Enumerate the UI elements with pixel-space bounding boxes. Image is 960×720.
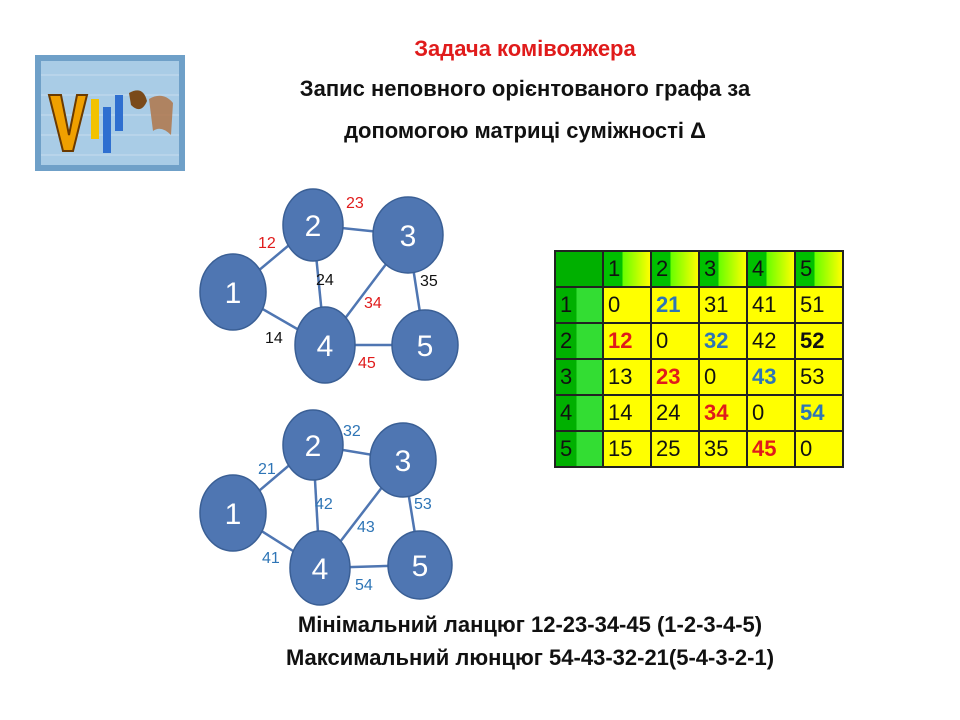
matrix-row-header: 4 [554, 394, 604, 432]
matrix-cell: 23 [650, 358, 700, 396]
edge-label-41: 41 [262, 550, 280, 567]
edge-label-32: 32 [343, 423, 361, 440]
node-5b [387, 530, 453, 600]
node-2b-label: 2 [305, 430, 322, 463]
edge-label-54: 54 [355, 577, 373, 594]
node-1b-label: 1 [225, 498, 242, 531]
matrix-cell: 12 [602, 322, 652, 360]
minimal-chain-text: Мінімальний ланцюг 12-23-34-45 (1-2-3-4-… [297, 612, 763, 637]
node-1-label: 1 [225, 277, 242, 310]
node-4b [289, 530, 351, 606]
edge-label-23: 23 [346, 195, 364, 212]
edge-label-42: 42 [315, 496, 333, 513]
matrix-cell: 0 [602, 286, 652, 324]
matrix-row: 4 14 24 34 0 54 [554, 394, 844, 432]
matrix-cell: 42 [746, 322, 796, 360]
maximal-chain-text: Максимальний люнцюг 54-43-32-21(5-4-3-2-… [285, 645, 775, 670]
matrix-cell: 0 [746, 394, 796, 432]
edge-label-24: 24 [316, 272, 334, 289]
node-3b-label: 3 [395, 445, 412, 478]
matrix-cell: 32 [698, 322, 748, 360]
edge-label-34: 34 [364, 295, 382, 312]
matrix-cell: 14 [602, 394, 652, 432]
matrix-col-header: 1 [602, 250, 652, 288]
node-1b [199, 474, 267, 552]
node-5 [391, 309, 459, 381]
matrix-cell: 25 [650, 430, 700, 468]
logo-image [35, 55, 185, 171]
matrix-row: 1 0 21 31 41 51 [554, 286, 844, 324]
node-2b [282, 409, 344, 481]
edge-label-21: 21 [258, 461, 276, 478]
matrix-row-header: 2 [554, 322, 604, 360]
matrix-row-header: 1 [554, 286, 604, 324]
edge-label-14: 14 [265, 330, 283, 347]
node-3b [369, 422, 437, 498]
node-3-label: 3 [400, 220, 417, 253]
matrix-cell: 0 [698, 358, 748, 396]
matrix-row: 5 15 25 35 45 0 [554, 430, 844, 468]
matrix-cell: 43 [746, 358, 796, 396]
matrix-cell: 41 [746, 286, 796, 324]
matrix-cell: 15 [602, 430, 652, 468]
edge-label-45: 45 [358, 355, 376, 372]
matrix-row-header: 5 [554, 430, 604, 468]
matrix-cell: 34 [698, 394, 748, 432]
title-line-2: Запис неповного орієнтованого графа за [299, 76, 751, 101]
matrix-cell: 13 [602, 358, 652, 396]
matrix-cell: 21 [650, 286, 700, 324]
node-4-label: 4 [317, 330, 334, 363]
node-5-label: 5 [417, 330, 434, 363]
matrix-cell: 0 [650, 322, 700, 360]
edge-label-43: 43 [357, 519, 375, 536]
matrix-cell: 0 [794, 430, 844, 468]
matrix-header-row: 1 2 3 4 5 [554, 250, 844, 288]
matrix-corner [554, 250, 604, 288]
edge-label-35: 35 [420, 273, 438, 290]
matrix-cell: 52 [794, 322, 844, 360]
edge-label-12: 12 [258, 235, 276, 252]
adjacency-matrix: 1 2 3 4 5 1 0 21 31 41 51 2 12 0 32 42 5… [554, 250, 844, 468]
node-2 [282, 188, 344, 262]
node-4 [294, 306, 356, 384]
matrix-row: 3 13 23 0 43 53 [554, 358, 844, 396]
matrix-cell: 31 [698, 286, 748, 324]
edge-label-53: 53 [414, 496, 432, 513]
title-main: Задача комівояжера [414, 36, 636, 61]
node-1 [199, 253, 267, 331]
matrix-cell: 35 [698, 430, 748, 468]
matrix-cell: 24 [650, 394, 700, 432]
matrix-col-header: 5 [794, 250, 844, 288]
matrix-col-header: 2 [650, 250, 700, 288]
matrix-cell: 45 [746, 430, 796, 468]
node-4b-label: 4 [312, 553, 329, 586]
title-line-3: допомогою матриці суміжності Δ [344, 118, 706, 143]
matrix-row-header: 3 [554, 358, 604, 396]
node-2-label: 2 [305, 210, 322, 243]
matrix-col-header: 4 [746, 250, 796, 288]
node-3 [372, 196, 444, 274]
matrix-cell: 53 [794, 358, 844, 396]
matrix-row: 2 12 0 32 42 52 [554, 322, 844, 360]
matrix-col-header: 3 [698, 250, 748, 288]
matrix-cell: 51 [794, 286, 844, 324]
matrix-cell: 54 [794, 394, 844, 432]
node-5b-label: 5 [412, 550, 429, 583]
